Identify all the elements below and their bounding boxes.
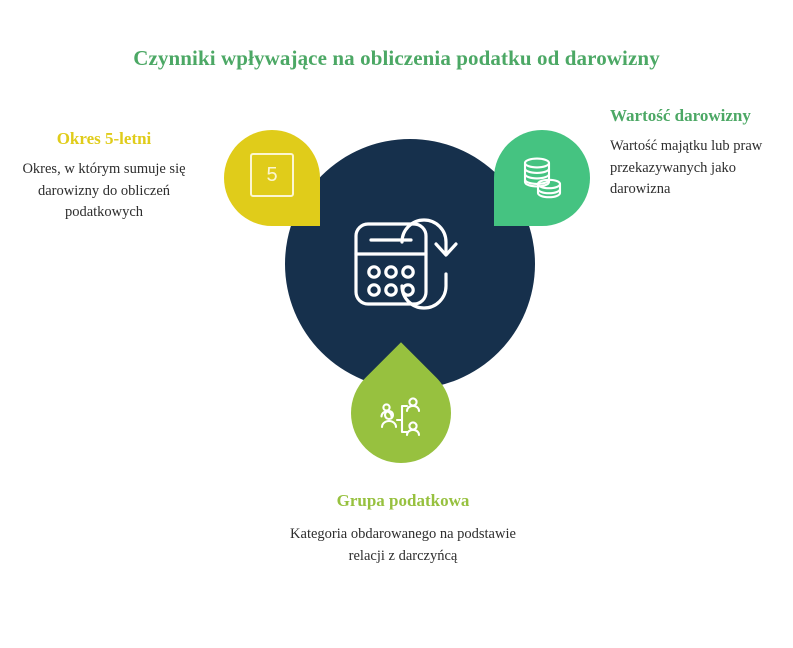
family-hierarchy-icon bbox=[377, 393, 425, 441]
coins-stack-icon bbox=[518, 154, 566, 202]
teardrop-shape-period bbox=[224, 130, 320, 226]
heading-value: Wartość darowizny bbox=[610, 106, 751, 125]
body-period: Okres, w którym sumuje się darowizny do … bbox=[22, 160, 186, 221]
page-title: Czynniki wpływające na obliczenia podatk… bbox=[133, 46, 660, 70]
number-5-badge-icon: 5 bbox=[250, 153, 294, 197]
text-block-period: Okres 5-letni Okres, w którym sumuje się… bbox=[6, 128, 202, 224]
heading-period: Okres 5-letni bbox=[56, 129, 152, 148]
node-value[interactable] bbox=[494, 130, 590, 226]
text-block-value: Wartość darowizny Wartość majątku lub pr… bbox=[610, 105, 790, 201]
body-value: Wartość majątku lub praw przekazywanych … bbox=[610, 137, 763, 198]
text-block-group: Grupa podatkowa Kategoria obdarowanego n… bbox=[281, 490, 525, 567]
heading-group: Grupa podatkowa bbox=[336, 491, 470, 510]
body-group: Kategoria obdarowanego na podstawie rela… bbox=[290, 525, 516, 564]
node-group[interactable] bbox=[330, 342, 472, 484]
node-period[interactable]: 5 bbox=[224, 130, 320, 226]
calculator-refresh-icon bbox=[348, 202, 472, 326]
center-circle bbox=[285, 139, 535, 389]
